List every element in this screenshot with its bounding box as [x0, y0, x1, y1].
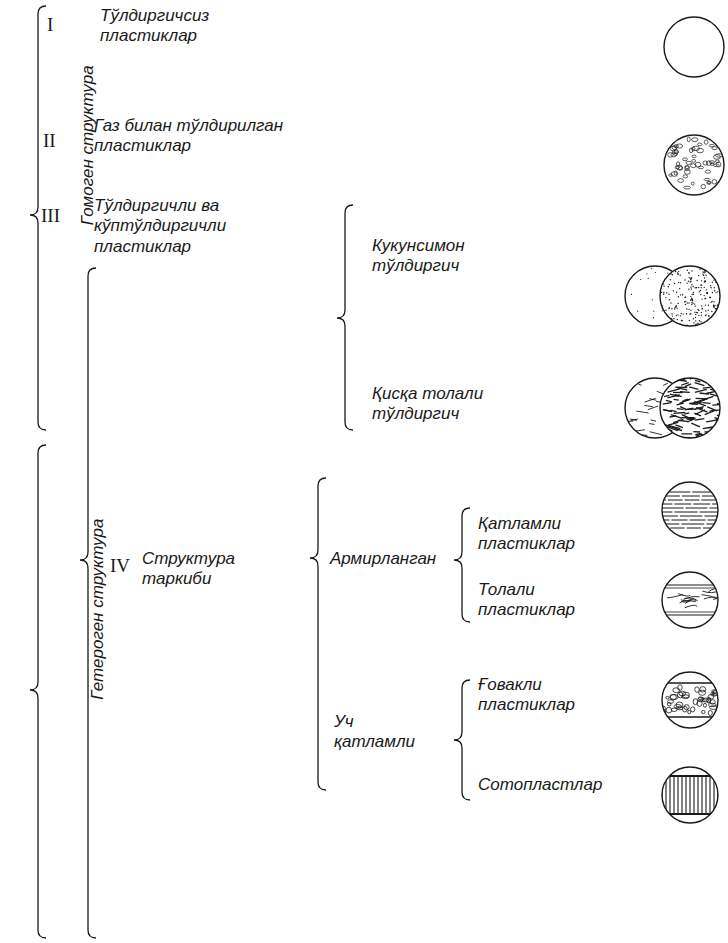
- class-label: Структура таркиби: [142, 549, 262, 590]
- sandwich-brace: [454, 680, 470, 800]
- honeycomb-circle: [662, 767, 718, 823]
- class-label: Сотопластлар: [478, 775, 628, 795]
- class-label: Қатламли пластиклар: [478, 514, 608, 555]
- class-label: Ғовакли пластиклар: [478, 675, 608, 716]
- short-fibre-dense-circle: [660, 375, 728, 441]
- filler-brace: [337, 205, 353, 430]
- laminated-circle: [662, 482, 718, 538]
- porous-circle: [659, 672, 718, 728]
- powder-dense-circle: [660, 265, 721, 326]
- roman-numeral: I: [47, 14, 53, 37]
- reinforced-brace: [454, 508, 470, 622]
- composition-brace: [310, 478, 326, 790]
- heterogen-brace: [30, 445, 46, 938]
- roman-numeral: II: [43, 130, 56, 153]
- class-label: Газ билан тўлдирилган пластиклар: [94, 116, 294, 157]
- class-label: Қисқа толали тўлдиргич: [372, 384, 512, 425]
- roman-numeral: III: [41, 205, 60, 228]
- class-label: Армирланган: [330, 549, 450, 569]
- class-label: Тўлдиргичсиз пластиклар: [100, 6, 250, 47]
- class-label: Тўлдиргичли ва кўптўлдиргичли пластиклар: [94, 196, 244, 257]
- roman-numeral: IV: [110, 555, 130, 578]
- class-label: Кукунсимон тўлдиргич: [372, 236, 512, 277]
- class-label: Уч қатламли: [334, 712, 424, 753]
- fibrous-circle: [662, 572, 724, 628]
- group-label: Гетероген структура: [88, 519, 108, 700]
- gas-filled-circle: [664, 135, 724, 195]
- class-label: Толали пластиклар: [478, 580, 608, 621]
- unfilled-circle: [664, 17, 724, 77]
